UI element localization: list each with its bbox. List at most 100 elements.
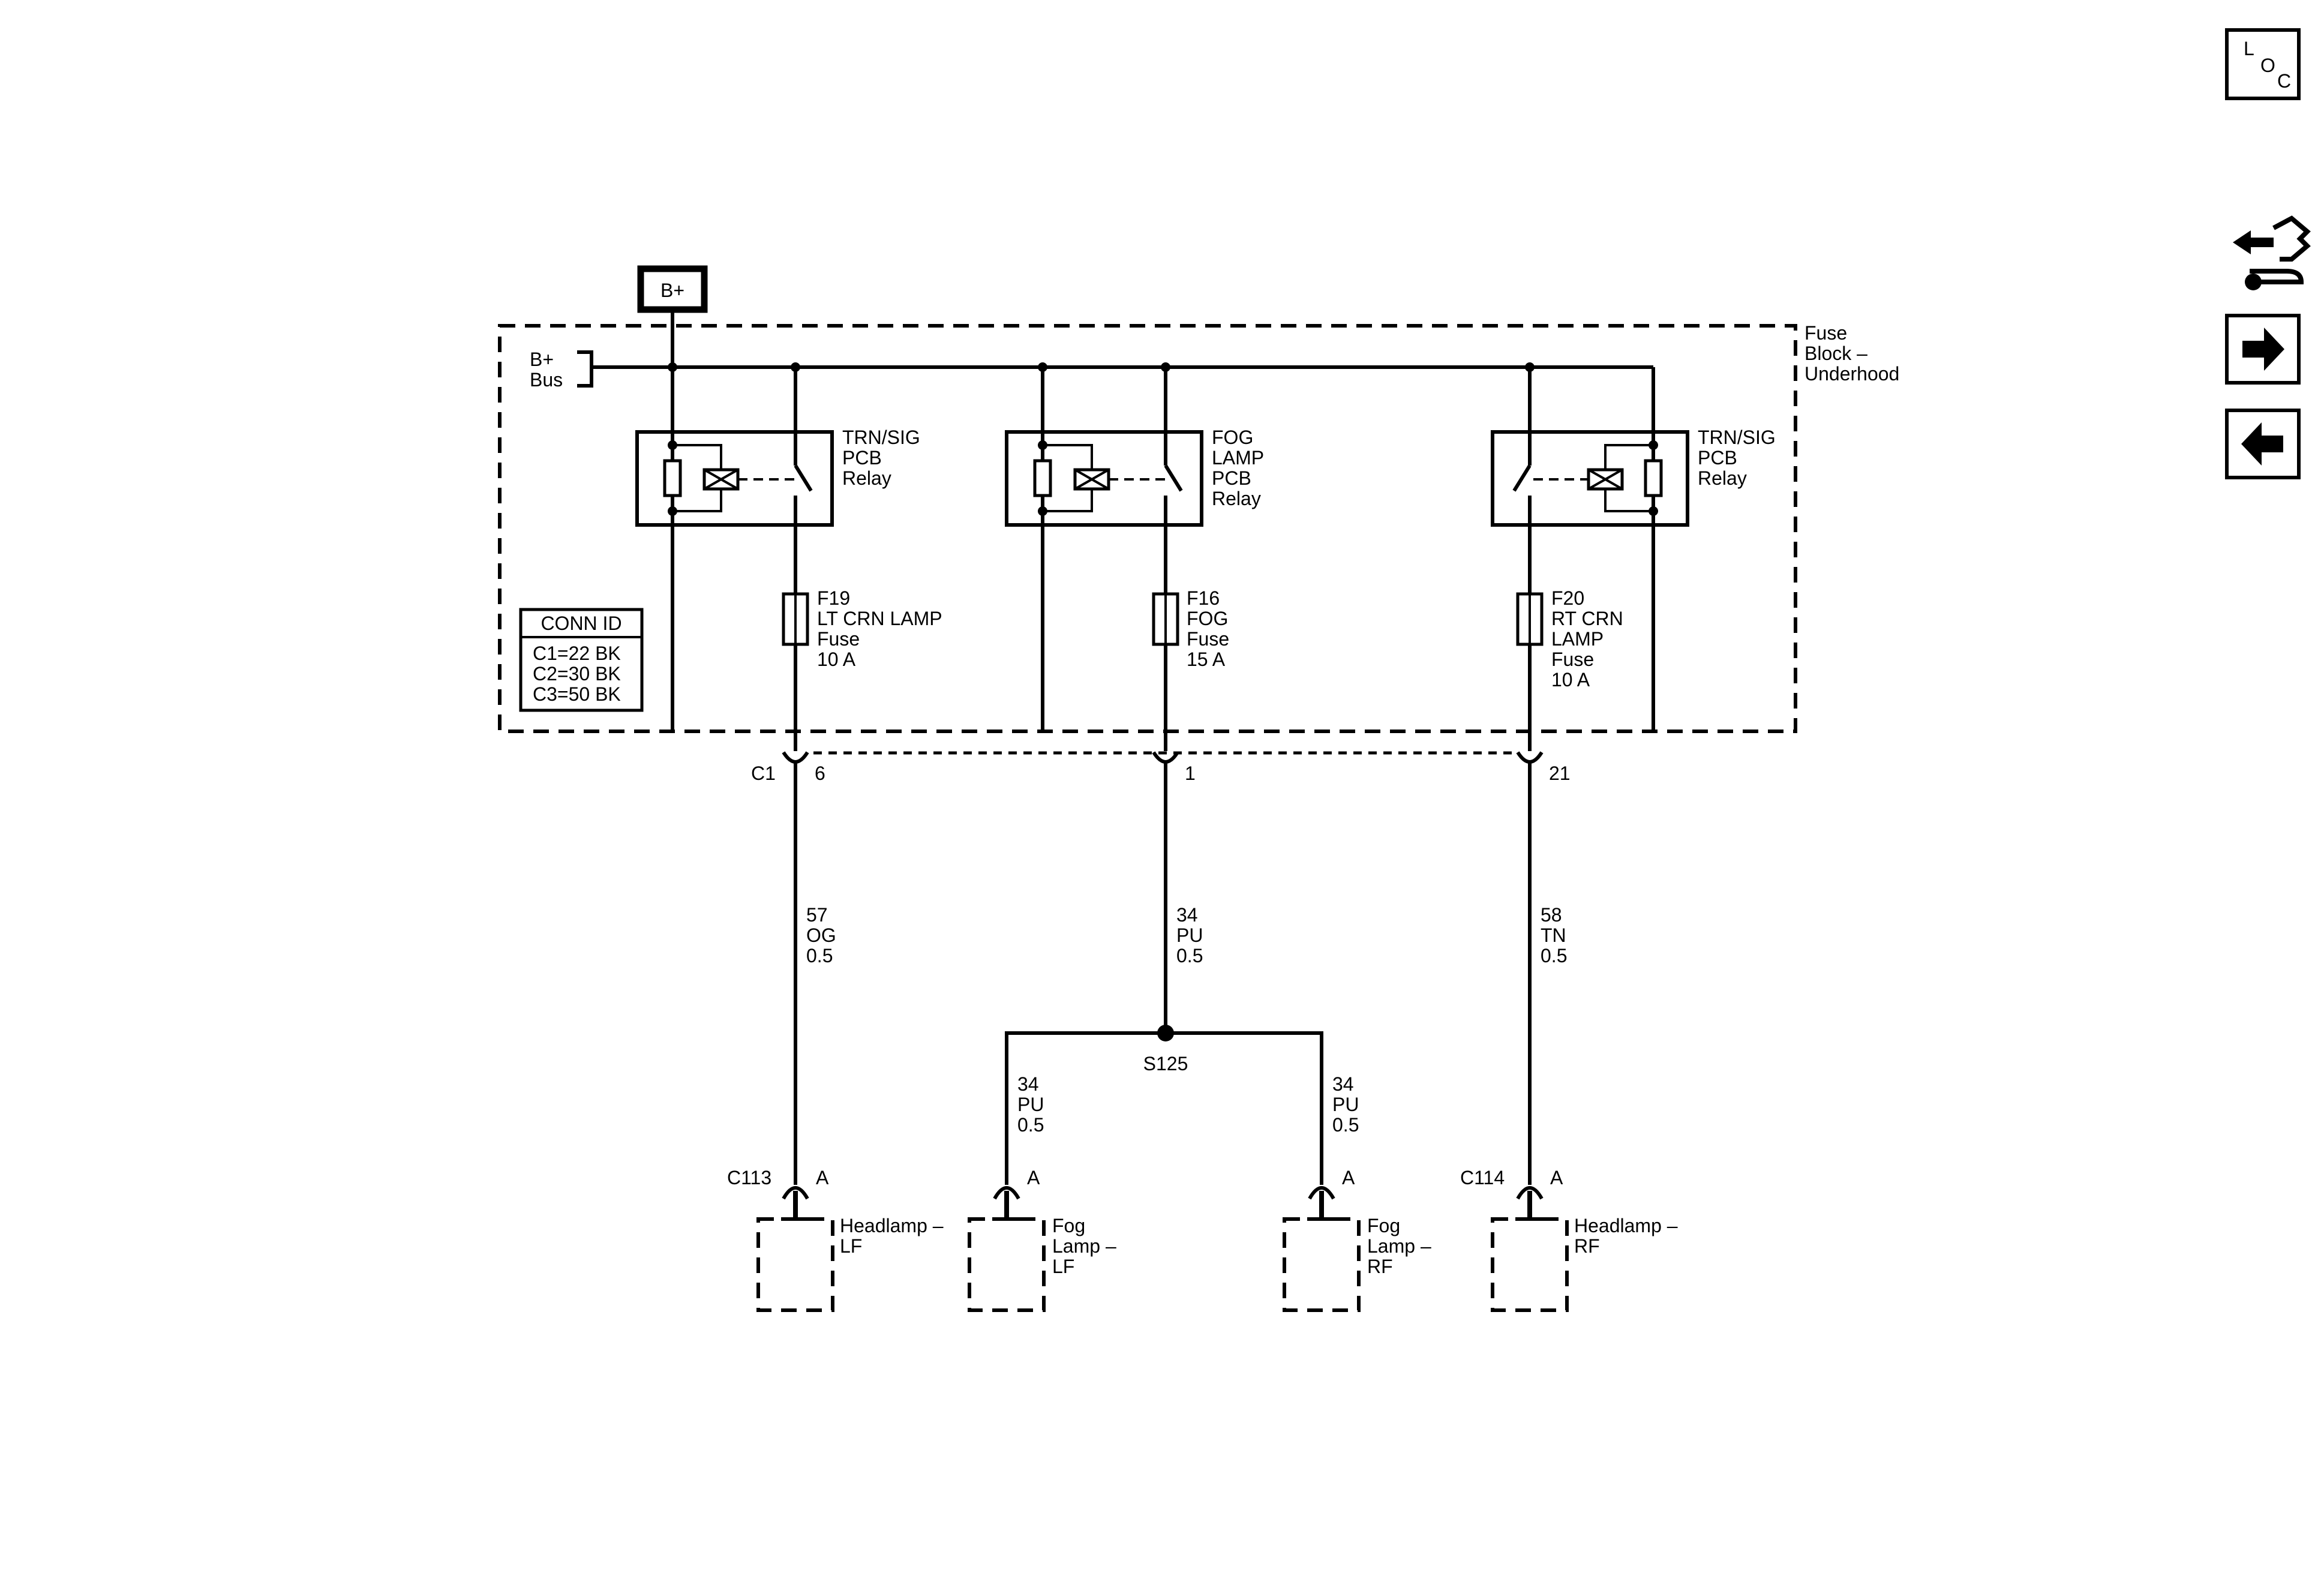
svg-text:Headlamp –: Headlamp –: [840, 1215, 944, 1236]
svg-text:Fuse: Fuse: [1551, 649, 1594, 670]
fuse-f19-label: F19 LT CRN LAMP Fuse 10 A: [817, 587, 942, 670]
conn-id-row: C3=50 BK: [533, 683, 621, 705]
conn-id-title: CONN ID: [541, 613, 621, 634]
svg-text:0.5: 0.5: [806, 945, 833, 966]
loc-icon[interactable]: L O C: [2225, 28, 2301, 100]
svg-text:Lamp –: Lamp –: [1052, 1235, 1116, 1257]
fuse-f20: [1516, 592, 1544, 751]
svg-text:RT CRN: RT CRN: [1551, 608, 1623, 629]
bus-label-bus: Bus: [530, 369, 563, 391]
load-pin: A: [1550, 1167, 1563, 1188]
headlamp-rf-label: Headlamp – RF: [1574, 1215, 1678, 1257]
fog-lamp-lf: [968, 1186, 1046, 1312]
svg-text:0.5: 0.5: [1176, 945, 1203, 966]
svg-text:F20: F20: [1551, 587, 1584, 609]
relay-fog-lamp-label: FOG LAMP PCB Relay: [1212, 427, 1264, 509]
load-pin: A: [816, 1167, 829, 1188]
relay-trn-sig-left-label: TRN/SIG PCB Relay: [842, 427, 920, 489]
svg-text:LAMP: LAMP: [1551, 628, 1604, 650]
connector-c1-pin: 21: [1549, 763, 1571, 784]
svg-text:Fuse: Fuse: [817, 628, 860, 650]
svg-text:LF: LF: [1052, 1256, 1074, 1277]
svg-text:34: 34: [1332, 1073, 1354, 1095]
arrow-left-icon[interactable]: [2225, 409, 2301, 479]
svg-text:LF: LF: [840, 1235, 862, 1257]
svg-text:PCB: PCB: [1212, 467, 1251, 489]
conn-id-row: C2=30 BK: [533, 663, 621, 685]
svg-text:0.5: 0.5: [1332, 1114, 1359, 1136]
svg-text:PU: PU: [1176, 924, 1203, 946]
svg-text:Block –: Block –: [1804, 343, 1867, 364]
svg-text:15 A: 15 A: [1187, 649, 1226, 670]
battery-supply-label: B+: [660, 280, 684, 301]
fog-lamp-rf-label: Fog Lamp – RF: [1367, 1215, 1431, 1277]
svg-text:TRN/SIG: TRN/SIG: [1698, 427, 1776, 448]
connector-c1-label: C1: [751, 763, 776, 784]
svg-text:PU: PU: [1332, 1094, 1359, 1115]
svg-text:Fuse: Fuse: [1187, 628, 1229, 650]
connector-c1-pins: [782, 751, 1544, 764]
svg-text:TN: TN: [1541, 924, 1566, 946]
svg-text:Lamp –: Lamp –: [1367, 1235, 1431, 1257]
svg-text:LAMP: LAMP: [1212, 447, 1264, 469]
svg-text:RF: RF: [1574, 1235, 1600, 1257]
svg-text:TRN/SIG: TRN/SIG: [842, 427, 920, 448]
loc-letter: L: [2244, 38, 2254, 59]
fuse-f20-label: F20 RT CRN LAMP Fuse 10 A: [1551, 587, 1623, 691]
svg-text:F16: F16: [1187, 587, 1220, 609]
fog-lamp-lf-label: Fog Lamp – LF: [1052, 1215, 1116, 1277]
fuse-f16-label: F16 FOG Fuse 15 A: [1187, 587, 1229, 670]
fuse-block-outline: [498, 324, 1797, 733]
wire-label: 34 PU 0.5: [1332, 1073, 1359, 1136]
wire-label: 57 OG 0.5: [806, 904, 836, 966]
svg-text:34: 34: [1176, 904, 1198, 926]
svg-text:FOG: FOG: [1187, 608, 1228, 629]
connector-c114-label: C114: [1460, 1167, 1505, 1188]
headlamp-lf-label: Headlamp – LF: [840, 1215, 944, 1257]
svg-text:F19: F19: [817, 587, 850, 609]
svg-text:57: 57: [806, 904, 828, 926]
load-pin: A: [1027, 1167, 1040, 1188]
relay-trn-sig-left: [635, 367, 834, 731]
fog-lamp-rf: [1283, 1186, 1361, 1312]
headlamp-rf: [1491, 1186, 1569, 1312]
svg-text:RF: RF: [1367, 1256, 1393, 1277]
svg-text:58: 58: [1541, 904, 1562, 926]
relay-trn-sig-right-label: TRN/SIG PCB Relay: [1698, 427, 1776, 489]
svg-text:Fuse: Fuse: [1804, 322, 1847, 344]
svg-text:Relay: Relay: [842, 467, 891, 489]
conn-id-row: C1=22 BK: [533, 643, 621, 664]
arrow-right-icon[interactable]: [2225, 314, 2301, 385]
svg-text:34: 34: [1017, 1073, 1039, 1095]
svg-text:PCB: PCB: [1698, 447, 1737, 469]
conn-id-table: CONN ID C1=22 BK C2=30 BK C3=50 BK: [519, 608, 644, 712]
connector-c113-label: C113: [727, 1167, 771, 1188]
load-pin: A: [1342, 1167, 1355, 1188]
svg-text:0.5: 0.5: [1017, 1114, 1044, 1136]
relay-fog-lamp: [1005, 367, 1203, 731]
splice-s125-label: S125: [1143, 1053, 1188, 1074]
svg-text:Relay: Relay: [1212, 488, 1261, 509]
svg-text:10 A: 10 A: [817, 649, 856, 670]
headlamp-lf: [756, 1186, 834, 1312]
svg-text:0.5: 0.5: [1541, 945, 1567, 966]
svg-text:PU: PU: [1017, 1094, 1044, 1115]
splice-s125-dot: [1157, 1025, 1174, 1041]
fuse-block-label: Fuse Block – Underhood: [1804, 322, 1899, 385]
svg-text:LT CRN LAMP: LT CRN LAMP: [817, 608, 942, 629]
svg-text:FOG: FOG: [1212, 427, 1253, 448]
svg-text:Headlamp –: Headlamp –: [1574, 1215, 1678, 1236]
bus-label-b: B+: [530, 349, 554, 370]
svg-text:Relay: Relay: [1698, 467, 1747, 489]
svg-text:PCB: PCB: [842, 447, 882, 469]
fuse-f16: [1152, 592, 1179, 751]
loc-letter: O: [2260, 55, 2275, 76]
svg-text:Fog: Fog: [1052, 1215, 1085, 1236]
svg-text:10 A: 10 A: [1551, 669, 1590, 691]
loc-letter: C: [2277, 70, 2291, 92]
connector-return-icon[interactable]: [2233, 215, 2311, 290]
bus-bracket: [577, 350, 593, 388]
wire-label: 58 TN 0.5: [1541, 904, 1567, 966]
svg-text:OG: OG: [806, 924, 836, 946]
